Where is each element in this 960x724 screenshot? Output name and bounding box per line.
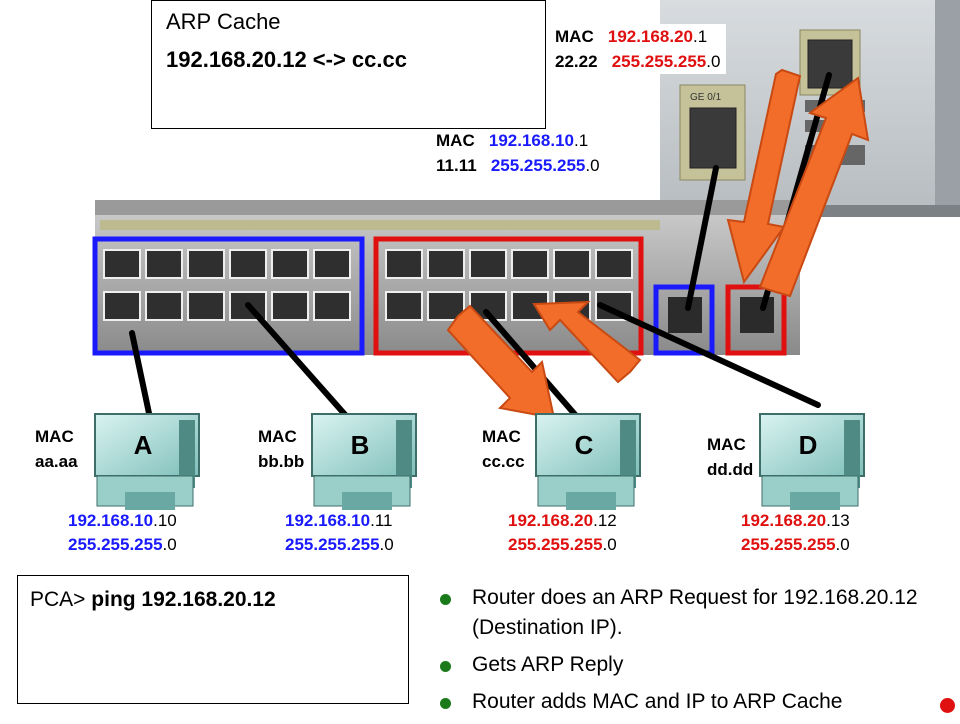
router-g0-0-mask-prefix: 255.255.255 [611, 52, 707, 71]
console-panel: PCA> ping 192.168.20.12 [17, 575, 409, 704]
switch-port [313, 249, 351, 279]
cable-pc-d [597, 302, 821, 408]
pc-letter-label: A [134, 430, 153, 460]
pc-b-ip: 192.168.10.11 255.255.255.0 [285, 511, 394, 554]
switch-port [271, 291, 309, 321]
switch-port [229, 249, 267, 279]
switch-port [595, 249, 633, 279]
vlan20-uplink-port [725, 284, 787, 356]
router-g0-0-mac: 22.22 [555, 52, 598, 71]
router-g0-0-ip-prefix: 192.168.20 [607, 27, 693, 46]
router-g0-0-ip-suffix: .1 [692, 27, 708, 46]
router [660, 0, 960, 217]
pc-letter-label: D [799, 430, 818, 460]
arp-cache-panel: ARP Cache 192.168.20.12 <-> cc.cc [151, 0, 546, 129]
pc-a: A [94, 413, 200, 510]
pc-letter-label: B [351, 430, 370, 460]
router-g0-1-mask-prefix: 255.255.255 [490, 156, 586, 175]
switch-port [145, 249, 183, 279]
console-line: PCA> ping 192.168.20.12 [30, 588, 276, 612]
switch-port [469, 249, 507, 279]
computer-base [790, 492, 840, 510]
bullet-dot [440, 594, 451, 605]
switch-port [145, 291, 183, 321]
switch-port [187, 249, 225, 279]
router-g0-1-mask-suffix: .0 [585, 156, 600, 175]
switch-port [103, 249, 141, 279]
switch-port [103, 291, 141, 321]
vlan10-port-group [92, 236, 365, 356]
cable-pc-a [129, 330, 153, 421]
router-g0-0-mask-suffix: .0 [706, 52, 721, 71]
arp-cache-title: ARP Cache [166, 9, 281, 34]
pc-a-ip: 192.168.10.10 255.255.255.0 [68, 511, 177, 554]
console-command: ping 192.168.20.12 [91, 588, 276, 611]
monitor-side [844, 420, 860, 488]
computer-base [566, 492, 616, 510]
pc-c-ip: 192.168.20.12 255.255.255.0 [508, 511, 617, 554]
router-g0-1-ip-suffix: .1 [573, 131, 589, 150]
switch-port [385, 249, 423, 279]
monitor-side [396, 420, 412, 488]
router-g0-1-ip-prefix: 192.168.10 [488, 131, 574, 150]
cable-pc-c [483, 309, 581, 421]
pc-b: B [311, 413, 417, 510]
router-g0-1-mac: 11.11 [436, 156, 477, 175]
bullet-dot [440, 698, 451, 709]
router-port-label: GE 0/1 [690, 92, 722, 103]
cable-pc-b [245, 302, 351, 421]
computer-base [342, 492, 392, 510]
vlan10-uplink-port [653, 284, 715, 356]
pointer-dot [940, 698, 955, 713]
switch-port [385, 291, 423, 321]
arrow-up-to-router [758, 76, 870, 298]
switch-port [187, 291, 225, 321]
pc-d: D [759, 413, 865, 510]
router-g0-0-info: MAC 192.168.20.1 22.22 255.255.255.0 [555, 24, 727, 74]
explanation-list: Router does an ARP Request for 192.168.2… [440, 583, 955, 724]
switch-port [511, 249, 549, 279]
switch-port [427, 249, 465, 279]
list-item: Router adds MAC and IP to ARP Cache [440, 687, 955, 717]
arp-cache-entry: 192.168.20.12 <-> cc.cc [166, 47, 407, 72]
pc-c: C [535, 413, 641, 510]
router-g0-0-mac-label: MAC [555, 27, 594, 46]
router-g0-1-info: MAC 192.168.10.1 11.11 255.255.255.0 [436, 128, 600, 178]
router-g0-1-mac-label: MAC [436, 131, 475, 150]
arp-arrows [446, 68, 870, 420]
bullet-dot [440, 661, 451, 672]
monitor-side [620, 420, 636, 488]
console-prompt: PCA> [30, 588, 92, 611]
monitor-side [179, 420, 195, 488]
arrow-up-from-pc-c [532, 300, 642, 384]
pc-letter-label: C [575, 430, 594, 460]
pc-d-ip: 192.168.20.13 255.255.255.0 [741, 511, 850, 554]
switch-port [271, 249, 309, 279]
list-item: Gets ARP Reply [440, 650, 955, 680]
list-item: Router does an ARP Request for 192.168.2… [440, 583, 955, 643]
cable-router-g0-1 [685, 165, 719, 311]
switch-port [313, 291, 351, 321]
switch-port [553, 249, 591, 279]
computer-base [125, 492, 175, 510]
